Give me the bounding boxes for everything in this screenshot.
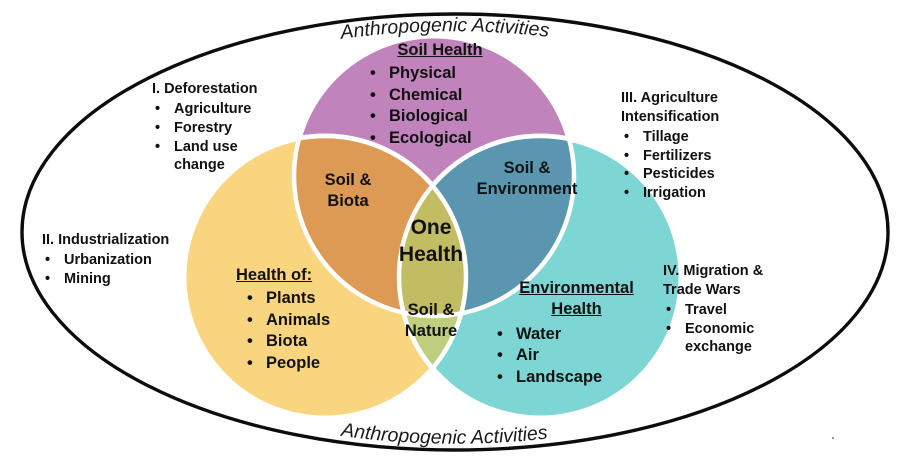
annotation-deforestation-heading: I. Deforestation	[152, 81, 258, 97]
soil-health-heading: Soil Health	[397, 41, 483, 59]
bullet-icon: •	[247, 353, 253, 372]
health-of-list: •Plants •Animals •Biota •People	[236, 288, 416, 374]
annotation-migration-trade-wars: IV. Migration &Trade Wars •Travel •Econo…	[663, 262, 828, 357]
bullet-icon: •	[370, 107, 376, 126]
annotation-industrialization-heading: II. Industrialization	[42, 232, 170, 248]
list-item: •Forestry	[155, 119, 233, 136]
environmental-health-list: •Water •Air •Landscape	[489, 324, 664, 388]
list-item: •Urbanization	[45, 251, 152, 268]
list-item: •Plants	[244, 288, 416, 309]
label-soil-nature: Soil &Nature	[404, 301, 458, 341]
bullet-icon: •	[666, 320, 672, 337]
list-item: •People	[244, 353, 416, 374]
soil-health-label-block: Soil Health •Physical •Chemical •Biologi…	[345, 40, 535, 149]
bullet-icon: •	[155, 119, 161, 136]
list-item: •Tillage	[624, 128, 689, 145]
bullet-icon: •	[45, 270, 51, 287]
list-item: •Biological	[367, 106, 535, 127]
annotation-deforestation: I. Deforestation •Agriculture •Forestry …	[152, 80, 297, 175]
list-item: •Ecological	[367, 128, 535, 149]
list-item: •Fertilizers	[624, 147, 712, 164]
list-item: •Travel	[666, 301, 727, 318]
list-item: •Air	[494, 345, 664, 366]
annotation-industrialization: II. Industrialization •Urbanization •Min…	[42, 231, 202, 289]
list-item: •Pesticides	[624, 166, 715, 183]
label-soil-environment: Soil &Environment	[476, 159, 578, 199]
list-item: •Mining	[45, 270, 111, 287]
list-item: •Water	[494, 324, 664, 345]
annotation-migration-trade-wars-heading: IV. Migration &Trade Wars	[663, 263, 764, 298]
bullet-icon: •	[370, 85, 376, 104]
bullet-icon: •	[155, 138, 161, 155]
list-item: •Irrigation	[624, 185, 706, 202]
bullet-icon: •	[624, 185, 630, 202]
environmental-health-heading-line1: Environmental	[519, 279, 634, 297]
list-item: •Physical	[367, 63, 535, 84]
bullet-icon: •	[624, 147, 630, 164]
list-item: •Landscape	[494, 367, 664, 388]
list-item: •Biota	[244, 331, 416, 352]
bullet-icon: •	[624, 166, 630, 183]
annotation-agriculture-intensification-list: •Tillage •Fertilizers •Pesticides •Irrig…	[621, 128, 781, 203]
soil-health-list: •Physical •Chemical •Biological •Ecologi…	[345, 63, 535, 149]
health-of-label-block: Health of: •Plants •Animals •Biota •Peop…	[236, 265, 416, 374]
label-soil-biota: Soil &Biota	[324, 171, 372, 211]
bullet-icon: •	[370, 128, 376, 147]
bullet-icon: •	[45, 251, 51, 268]
bullet-icon: •	[370, 64, 376, 83]
list-item: •Animals	[244, 310, 416, 331]
bullet-icon: •	[247, 310, 253, 329]
bullet-icon: •	[497, 367, 503, 386]
bullet-icon: •	[666, 301, 672, 318]
bullet-icon: •	[247, 332, 253, 351]
health-of-heading: Health of:	[236, 266, 313, 284]
circle-outlines	[181, 33, 684, 421]
environmental-health-label-block: Environmental Health •Water •Air •Landsc…	[489, 278, 664, 388]
bullet-icon: •	[155, 100, 161, 117]
environmental-health-heading-line2: Health	[551, 300, 602, 319]
list-item: •Agriculture	[155, 100, 252, 117]
stray-dot-mark	[832, 437, 834, 439]
bullet-icon: •	[247, 289, 253, 308]
bullet-icon: •	[497, 324, 503, 343]
bullet-icon: •	[497, 346, 503, 365]
list-item: •Chemical	[367, 85, 535, 106]
bullet-icon: •	[624, 128, 630, 145]
annotation-industrialization-list: •Urbanization •Mining	[42, 251, 202, 289]
